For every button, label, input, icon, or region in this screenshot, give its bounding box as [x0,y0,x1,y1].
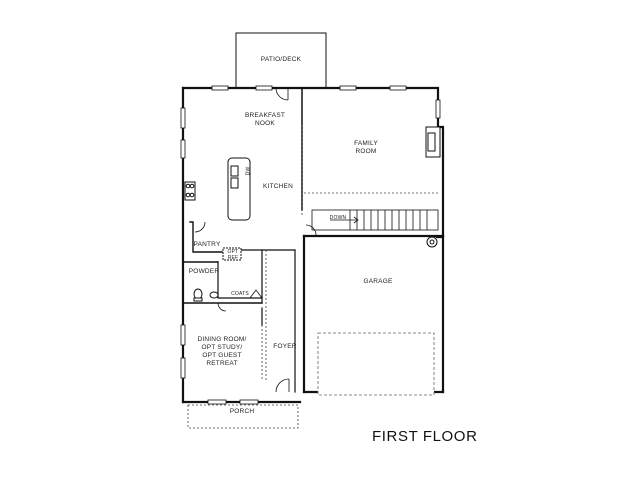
range-burner [185,192,191,198]
foyer-label: FOYER [273,343,297,350]
window [180,139,186,159]
powder-sink [209,291,219,299]
window [180,107,186,129]
dishwasher-label: DW [245,166,252,176]
window [255,85,273,91]
window [339,85,357,91]
fireplace-box [427,132,436,152]
range [184,181,196,201]
floor-title: FIRST FLOOR [372,428,478,445]
patio-deck-label: PATIO/DECK [260,56,302,63]
island-sink [230,165,239,177]
dining-room-label: DINING ROOM/ OPT STUDY/ OPT GUEST RETREA… [198,336,247,368]
staircase [311,209,439,231]
porch-label: PORCH [229,408,255,415]
dining-line-2: OPT STUDY/ [201,344,243,351]
powder-label: POWDER [188,268,220,275]
coat-closet-wall [217,261,263,299]
range-burner [189,192,195,198]
range-burner [185,183,191,189]
breakfast-label: BREAKFAST [244,112,286,119]
exterior-wall [181,86,445,239]
dining-line-4: RETREAT [206,360,238,367]
refrigerator-box [222,247,242,261]
coats-label: COATS [231,291,249,297]
stair-direction-label: DOWN [329,215,347,221]
window [180,324,186,346]
room-label: ROOM [355,148,377,155]
range-burner [189,183,195,189]
pantry-label: PANTRY [193,241,221,248]
opt-label: OPT [227,249,239,255]
toilet-tank [193,297,203,302]
coat-closet-door [249,289,263,299]
ref-label: REF [227,255,239,261]
window [239,399,259,405]
window [435,99,441,119]
porch-outline [187,404,299,429]
nook-label: NOOK [255,120,275,127]
garage-entry-door-swing [305,224,317,236]
breakfast-nook-label: BREAKFAST NOOK [245,112,285,128]
dining-door-swing [217,302,227,312]
window [389,85,407,91]
window [211,85,229,91]
garage-label: GARAGE [363,278,393,285]
garage-door [317,332,435,396]
pantry-door-swing [194,221,206,233]
dining-line-1: DINING ROOM/ [197,336,247,343]
kitchen-label: KITCHEN [263,183,293,190]
front-door-swing [275,378,290,393]
family-label: FAMILY [354,140,378,147]
family-room-label: FAMILY ROOM [354,140,378,156]
dining-line-3: OPT GUEST [202,352,242,359]
pantry-wall [189,221,223,253]
rear-door-swing [275,87,289,101]
refrigerator-label: OPT REF [228,249,239,261]
window [207,399,227,405]
island-sink [230,177,239,189]
window [180,357,186,379]
